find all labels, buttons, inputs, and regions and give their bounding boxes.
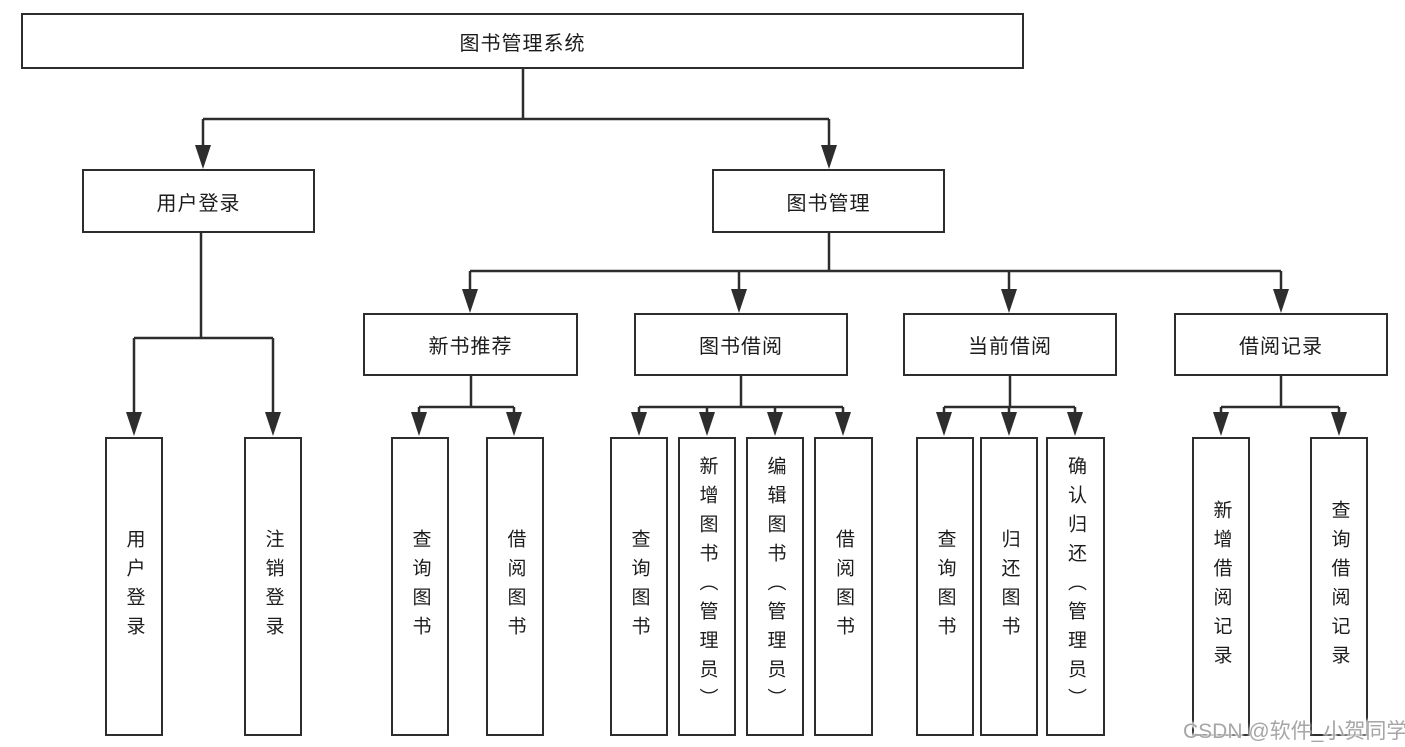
connector-segments (132, 69, 1341, 414)
node-borrow-records: 借阅记录 (1174, 313, 1388, 376)
leaf-borrowing-borrow-books: 借阅图书 (814, 437, 873, 736)
leaf-add-borrow-record: 新增借阅记录 (1192, 437, 1250, 736)
leaf-borrowing-query-books: 查询图书 (610, 437, 668, 736)
leaf-return-book-label: 归还图书 (998, 528, 1020, 645)
node-book-management: 图书管理 (712, 169, 945, 233)
node-book-borrowing: 图书借阅 (634, 313, 848, 376)
node-new-book-recommend: 新书推荐 (363, 313, 578, 376)
leaf-current-query-books: 查询图书 (916, 437, 974, 736)
node-book-management-label: 图书管理 (786, 192, 871, 215)
leaf-confirm-return-admin-label: 确认归还（管理员） (1065, 456, 1086, 717)
leaf-query-borrow-record-label: 查询借阅记录 (1328, 499, 1350, 674)
leaf-confirm-return-admin: 确认归还（管理员） (1046, 437, 1105, 736)
node-current-borrowing-label: 当前借阅 (968, 336, 1052, 358)
leaf-edit-book-admin-label: 编辑图书（管理员） (764, 456, 786, 717)
node-library-system: 图书管理系统 (21, 13, 1024, 69)
leaf-current-query-books-label: 查询图书 (934, 528, 956, 645)
leaf-logout: 注销登录 (244, 437, 302, 736)
node-user-login-label: 用户登录 (156, 192, 241, 215)
node-book-borrowing-label: 图书借阅 (699, 336, 783, 358)
leaf-user-login: 用户登录 (105, 437, 163, 736)
leaf-add-book-admin-label: 新增图书（管理员） (696, 456, 718, 717)
leaf-query-borrow-record: 查询借阅记录 (1310, 437, 1368, 736)
leaf-borrowing-borrow-books-label: 借阅图书 (833, 528, 854, 645)
leaf-recommend-borrow-books-label: 借阅图书 (504, 528, 526, 645)
leaf-return-book: 归还图书 (980, 437, 1038, 736)
leaf-logout-label: 注销登录 (262, 528, 284, 645)
leaf-borrowing-query-books-label: 查询图书 (628, 528, 650, 645)
node-new-book-recommend-label: 新书推荐 (428, 336, 513, 358)
leaf-recommend-query-books-label: 查询图书 (409, 528, 431, 645)
node-user-login: 用户登录 (82, 169, 315, 233)
node-current-borrowing: 当前借阅 (903, 313, 1117, 376)
leaf-add-book-admin: 新增图书（管理员） (678, 437, 736, 736)
arrowhead-icons (126, 145, 1347, 436)
leaf-edit-book-admin: 编辑图书（管理员） (746, 437, 804, 736)
leaf-user-login-label: 用户登录 (123, 528, 145, 645)
node-borrow-records-label: 借阅记录 (1239, 336, 1323, 358)
leaf-add-borrow-record-label: 新增借阅记录 (1210, 499, 1232, 674)
node-library-system-label: 图书管理系统 (459, 32, 586, 55)
watermark: CSDN @软件_小贺同学 (1183, 720, 1405, 743)
leaf-recommend-query-books: 查询图书 (391, 437, 449, 736)
leaf-recommend-borrow-books: 借阅图书 (486, 437, 544, 736)
